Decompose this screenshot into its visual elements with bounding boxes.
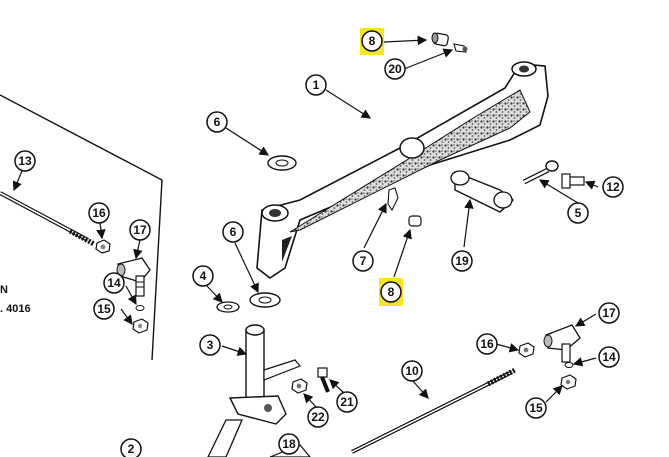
callout-20-label: 20 [388,62,402,76]
callout-5: 5 [567,202,589,224]
callout-15-left: 15 [93,298,115,320]
shaft-3 [207,324,301,457]
callout-12-label: 12 [606,180,620,194]
callout-4: 4 [192,265,214,287]
ball-joint-17-right [543,324,581,363]
nut-16-right [518,342,535,358]
callout-14-left: 14 [103,272,125,294]
callout-17-left-label: 17 [133,223,147,237]
leader-lines [12,35,599,409]
callout-6-lower: 6 [222,221,244,243]
bolt-21 [317,367,330,393]
callout-20: 20 [384,58,406,80]
washer-14-right [564,362,574,368]
callout-8-mid: 8 [379,278,403,306]
callout-2: 2 [120,438,142,457]
bushing-8-top [431,32,449,47]
washer-14-left [135,305,145,311]
callout-4-label: 4 [200,269,207,283]
callout-group: 8 20 1 6 13 16 17 14 [14,28,624,457]
grease-fitting-7 [387,187,399,212]
callout-16-right-label: 16 [480,337,494,351]
bellcrank-arm [256,61,549,279]
washer-4 [216,301,240,313]
nut-16-left [95,239,111,254]
callout-6-upper-label: 6 [214,115,221,129]
rod-13 [0,191,96,247]
callout-5-label: 5 [575,206,582,220]
callout-8-mid-label: 8 [388,285,395,299]
callout-10: 10 [401,360,423,382]
sleeve-19 [450,170,515,213]
callout-6-upper: 6 [206,111,228,133]
callout-14-left-label: 14 [107,276,121,290]
callout-21-label: 21 [340,395,354,409]
callout-19: 19 [451,250,473,272]
eye-bolt-5 [522,160,559,185]
callout-15-right: 15 [525,397,547,419]
callout-13: 13 [14,150,36,172]
callout-22: 22 [307,406,329,428]
callout-14-right-label: 14 [602,350,616,364]
grease-fitting-20 [453,43,468,53]
side-text-line2: . 4016 [0,303,31,315]
callout-6-lower-label: 6 [230,225,237,239]
callout-1: 1 [305,74,327,96]
callout-3-label: 3 [207,338,214,352]
callout-2-label: 2 [128,442,135,456]
washer-6-lower [249,292,281,308]
callout-15-left-label: 15 [97,302,111,316]
callout-22-label: 22 [311,410,325,424]
bushing-8-mid [408,215,422,227]
callout-7: 7 [352,250,374,272]
left-panel: N . 4016 [0,94,163,361]
side-text-line1: N [0,284,8,296]
callout-16-left-label: 16 [92,206,106,220]
callout-14-right: 14 [598,346,620,368]
callout-17-right: 17 [598,302,620,324]
nut-15-right [560,374,577,390]
callout-12: 12 [602,176,624,198]
callout-10-label: 10 [405,364,419,378]
callout-19-label: 19 [455,254,469,268]
callout-13-label: 13 [18,154,32,168]
callout-7-label: 7 [360,254,367,268]
callout-15-right-label: 15 [529,401,543,415]
nut-22 [291,378,308,394]
callout-18-label: 18 [282,437,296,451]
callout-1-label: 1 [313,78,320,92]
washer-6-upper [267,155,297,171]
callout-16-left: 16 [88,202,110,224]
callout-8-top-label: 8 [369,34,376,48]
callout-21: 21 [336,391,358,413]
nut-15-left [132,318,149,334]
callout-17-left: 17 [129,219,151,241]
bolt-12 [561,173,585,189]
callout-17-right-label: 17 [602,306,616,320]
callout-3: 3 [199,334,221,356]
callout-18: 18 [278,433,300,455]
callout-8-top: 8 [360,28,384,55]
callout-16-right: 16 [476,333,498,355]
rod-10 [351,367,517,454]
